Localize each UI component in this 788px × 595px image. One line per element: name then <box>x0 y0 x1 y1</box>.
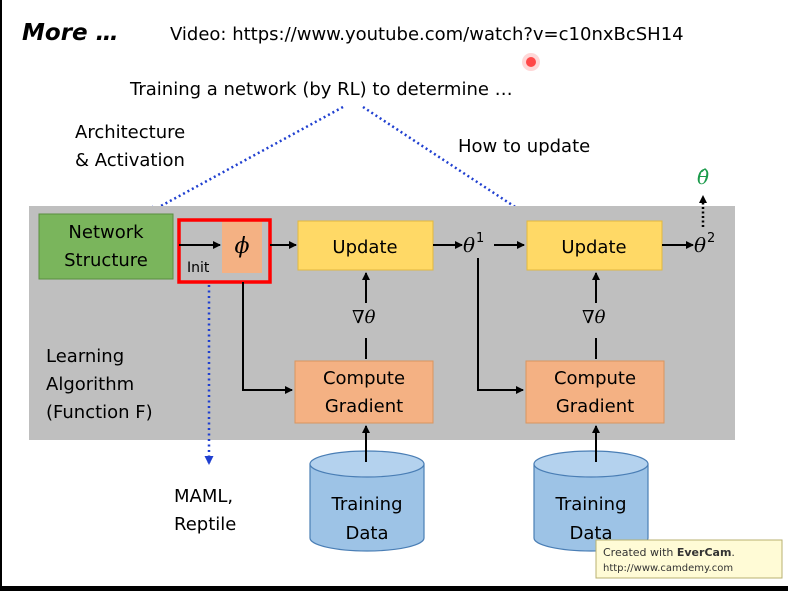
reptile-label: Reptile <box>174 514 236 535</box>
arrow-theta1-to-compute2 <box>477 258 524 394</box>
network-structure-text-2: Structure <box>64 250 148 271</box>
phi-box <box>222 220 262 273</box>
theta2-symbol: θ <box>694 233 706 257</box>
function-f-label: (Function F) <box>46 402 153 423</box>
grad-theta-2: ∇θ <box>582 307 606 328</box>
update-text-2: Update <box>561 237 626 258</box>
subtitle: Training a network (by RL) to determine … <box>129 79 513 100</box>
cursor-dot <box>526 57 536 67</box>
update-text-1: Update <box>332 237 397 258</box>
init-label: Init <box>187 260 210 276</box>
theta1-symbol: θ <box>463 233 475 257</box>
training-data-cylinder-1 <box>309 450 425 552</box>
compute-gradient-box-2 <box>525 360 665 424</box>
architecture-label: Architecture <box>75 122 185 143</box>
grad-theta-1: ∇θ <box>352 307 376 328</box>
algorithm-label: Algorithm <box>46 374 134 395</box>
cursor-halo <box>522 53 540 71</box>
evercam-watermark-box <box>595 539 783 579</box>
learning-label: Learning <box>46 346 124 367</box>
update-box-2 <box>526 220 663 271</box>
theta2-superscript: 2 <box>707 231 715 246</box>
video-url: Video: https://www.youtube.com/watch?v=c… <box>170 24 684 45</box>
how-to-update-label: How to update <box>458 136 590 157</box>
init-highlight-box <box>177 218 272 284</box>
update-box-1 <box>297 220 434 271</box>
maml-label: MAML, <box>174 486 233 507</box>
network-structure-box <box>38 213 174 280</box>
more-title: More … <box>22 20 119 46</box>
training-text-2: Training <box>554 494 626 515</box>
data-text-1: Data <box>346 523 389 544</box>
compute-text-2: Compute <box>554 368 636 389</box>
compute-text-1: Compute <box>323 368 405 389</box>
gradient-text-1: Gradient <box>325 396 403 417</box>
training-text-1: Training <box>330 494 402 515</box>
left-frame-border <box>0 0 2 591</box>
network-structure-text-1: Network <box>68 222 144 243</box>
phi-symbol: ϕ <box>235 234 250 259</box>
theta1-superscript: 1 <box>476 231 484 246</box>
arrow-phi-to-compute1 <box>242 282 293 394</box>
arrow-to-update <box>362 105 539 224</box>
bottom-frame-border <box>0 586 788 591</box>
data-text-2: Data <box>570 523 613 544</box>
gradient-text-2: Gradient <box>556 396 634 417</box>
compute-gradient-box-1 <box>294 360 434 424</box>
watermark-line-1: Created with EverCam. <box>603 546 735 559</box>
arrow-to-architecture <box>147 105 344 215</box>
theta-hat-symbol: θ̂ <box>697 165 709 189</box>
activation-label: & Activation <box>75 150 185 171</box>
training-data-cylinder-2 <box>533 450 649 552</box>
watermark-url: http://www.camdemy.com <box>603 563 733 574</box>
